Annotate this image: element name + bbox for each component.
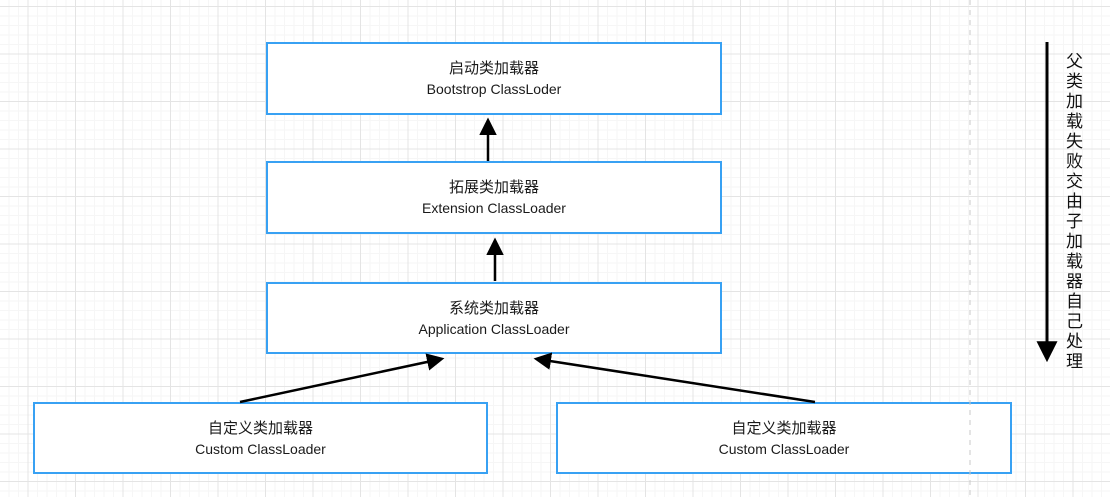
node-label-zh: 自定义类加载器 [731,419,837,437]
node-label-en: Custom ClassLoader [718,440,850,457]
node-label-zh: 启动类加载器 [448,60,539,77]
node-label-en: Extension ClassLoader [422,200,566,216]
node-extension-classloader[interactable]: 拓展类加载器 Extension ClassLoader [266,161,722,234]
node-custom-classloader-left[interactable]: 自定义类加载器 Custom ClassLoader [33,402,488,474]
node-label-en: Bootstrop ClassLoder [426,81,562,97]
node-custom-classloader-right[interactable]: 自定义类加载器 Custom ClassLoader [556,402,1012,474]
edge-custom-left-to-application-arrow[interactable] [239,353,445,404]
node-label-en: Custom ClassLoader [195,440,326,457]
annotation-vertical-text[interactable]: 父类加载失败交由子加载器自己处理 [1063,52,1082,372]
node-label-en: Application ClassLoader [418,320,570,337]
node-label-zh: 系统类加载器 [448,299,539,317]
node-label-zh: 拓展类加载器 [448,179,539,196]
node-application-classloader[interactable]: 系统类加载器 Application ClassLoader [266,282,722,354]
node-label-zh: 自定义类加载器 [207,419,313,437]
node-bootstrap-classloader[interactable]: 启动类加载器 Bootstrop ClassLoder [266,42,722,115]
edge-custom-right-to-application-arrow[interactable] [533,352,816,404]
